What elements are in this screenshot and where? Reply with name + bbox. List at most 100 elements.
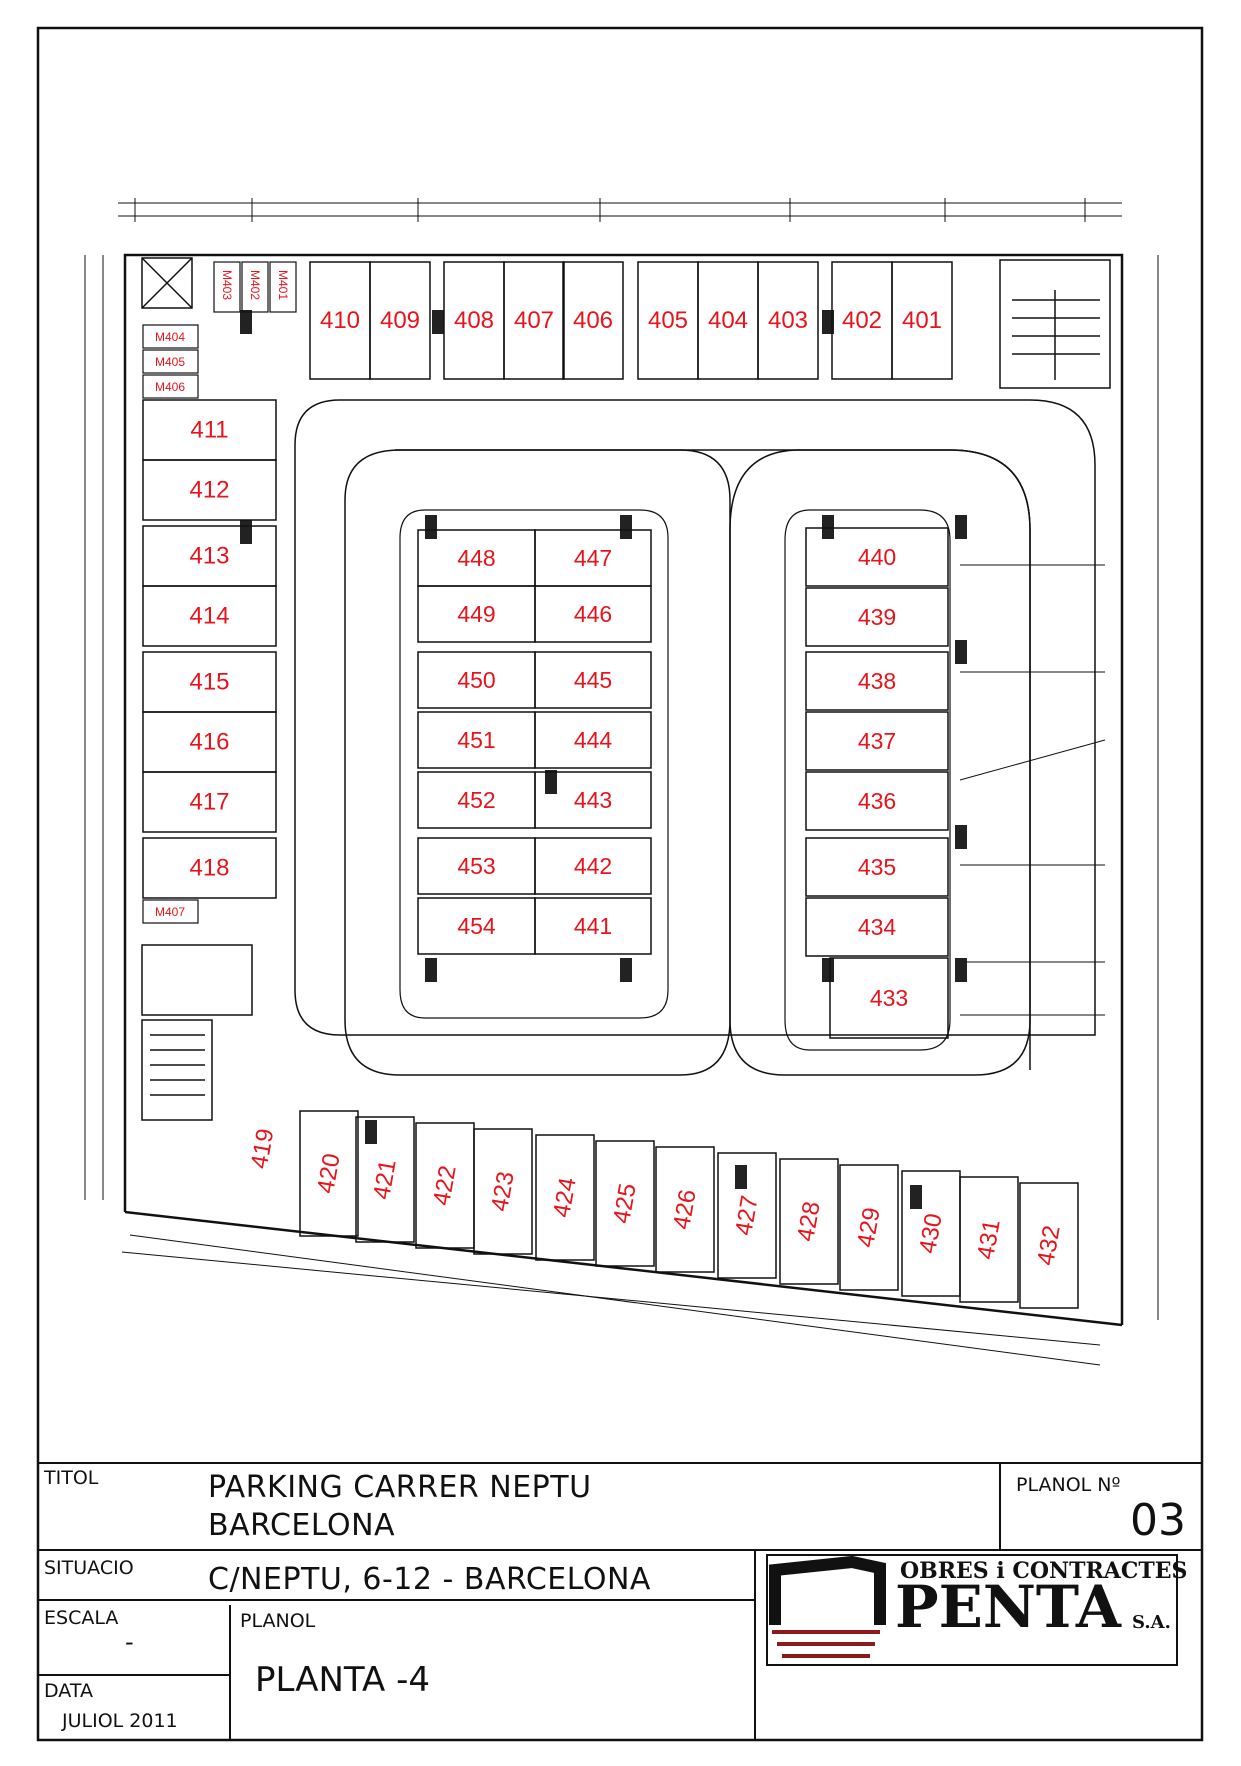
parking-space-number: 427 — [730, 1193, 764, 1237]
parking-space-432[interactable]: 432 — [1019, 1182, 1079, 1309]
parking-space-404[interactable]: 404 — [697, 261, 759, 380]
parking-space-outline — [562, 261, 624, 380]
parking-space-433[interactable]: 433 — [829, 957, 949, 1039]
parking-space-453[interactable]: 453 — [417, 837, 536, 895]
storage-unit-M402[interactable]: M402 — [241, 261, 269, 313]
parking-space-428[interactable]: 428 — [779, 1158, 839, 1285]
parking-space-410[interactable]: 410 — [309, 261, 371, 380]
column-block — [822, 515, 834, 539]
parking-space-number: 407 — [514, 307, 554, 334]
parking-space-426[interactable]: 426 — [655, 1146, 715, 1273]
parking-space-number: 449 — [457, 601, 495, 627]
parking-space-447[interactable]: 447 — [534, 529, 652, 587]
parking-space-409[interactable]: 409 — [369, 261, 431, 380]
parking-space-number: 454 — [457, 913, 496, 939]
parking-space-number: 423 — [486, 1169, 520, 1213]
storage-unit-M403[interactable]: M403 — [213, 261, 241, 313]
planol-no-label: PLANOL Nº — [1016, 1474, 1121, 1496]
parking-space-415[interactable]: 415 — [142, 651, 277, 713]
storage-number: M403 — [220, 270, 234, 300]
parking-space-442[interactable]: 442 — [534, 837, 652, 895]
parking-space-number: 440 — [858, 544, 896, 570]
storage-outline — [142, 324, 199, 349]
escala-value: - — [125, 1628, 134, 1656]
parking-space-440[interactable]: 440 — [805, 527, 949, 587]
parking-space-401[interactable]: 401 — [891, 261, 953, 380]
storage-outline — [241, 261, 269, 313]
storage-unit-M406[interactable]: M406 — [142, 374, 199, 399]
parking-space-number: 424 — [548, 1175, 582, 1219]
parking-space-outline — [805, 771, 949, 831]
parking-space-number: 415 — [189, 669, 229, 696]
parking-space-411[interactable]: 411 — [142, 399, 277, 461]
titol-label: TITOL — [44, 1467, 99, 1489]
parking-space-423[interactable]: 423 — [473, 1128, 533, 1255]
parking-space-437[interactable]: 437 — [805, 711, 949, 771]
parking-space-429[interactable]: 429 — [839, 1164, 899, 1291]
parking-space-434[interactable]: 434 — [805, 897, 949, 957]
title-block-frame — [38, 1462, 1202, 1740]
storage-number: M402 — [248, 270, 262, 300]
parking-space-438[interactable]: 438 — [805, 651, 949, 711]
parking-space-number: 443 — [574, 787, 612, 813]
storage-unit-M401[interactable]: M401 — [269, 261, 297, 313]
parking-space-number: 439 — [858, 604, 896, 630]
parking-space-outline — [959, 1176, 1019, 1303]
parking-space-outline — [839, 1164, 899, 1291]
structural-columns[interactable] — [240, 310, 967, 1209]
right-island-inner — [784, 509, 951, 1051]
parking-space-439[interactable]: 439 — [805, 587, 949, 647]
parking-space-number: 425 — [608, 1181, 642, 1225]
planol-label: PLANOL — [240, 1610, 316, 1632]
parking-space-406[interactable]: 406 — [562, 261, 624, 380]
parking-space-417[interactable]: 417 — [142, 771, 277, 833]
storage-unit-M404[interactable]: M404 — [142, 324, 199, 349]
parking-space-454[interactable]: 454 — [417, 897, 536, 955]
storage-unit-M405[interactable]: M405 — [142, 349, 199, 374]
parking-space-408[interactable]: 408 — [443, 261, 505, 380]
storage-outline — [213, 261, 241, 313]
parking-space-number: 422 — [428, 1163, 462, 1207]
column-block — [425, 958, 437, 982]
parking-space-418[interactable]: 418 — [142, 837, 277, 899]
parking-space-number: 410 — [320, 307, 360, 334]
parking-space-425[interactable]: 425 — [595, 1140, 655, 1267]
parking-space-412[interactable]: 412 — [142, 459, 277, 521]
parking-space-402[interactable]: 402 — [831, 261, 893, 380]
parking-space-outline — [757, 261, 819, 380]
data-value: JULIOL 2011 — [62, 1710, 178, 1732]
parking-space-outline — [595, 1140, 655, 1267]
storage-unit-M407[interactable]: M407 — [142, 899, 199, 924]
parking-space-422[interactable]: 422 — [415, 1122, 475, 1249]
parking-space-number: 420 — [312, 1151, 346, 1195]
parking-space-421[interactable]: 421 — [355, 1116, 415, 1243]
column-block — [822, 310, 834, 334]
parking-space-443[interactable]: 443 — [534, 771, 652, 829]
logo-line1: OBRES i CONTRACTES — [900, 1558, 1188, 1584]
parking-space-435[interactable]: 435 — [805, 837, 949, 897]
parking-space-452[interactable]: 452 — [417, 771, 536, 829]
parking-space-450[interactable]: 450 — [417, 651, 536, 709]
parking-space-416[interactable]: 416 — [142, 711, 277, 773]
parking-space-403[interactable]: 403 — [757, 261, 819, 380]
parking-space-407[interactable]: 407 — [503, 261, 565, 380]
parking-space-444[interactable]: 444 — [534, 711, 652, 769]
parking-space-414[interactable]: 414 — [142, 585, 277, 647]
parking-space-number: 453 — [457, 853, 495, 879]
parking-space-449[interactable]: 449 — [417, 585, 536, 643]
parking-space-446[interactable]: 446 — [534, 585, 652, 643]
parking-space-405[interactable]: 405 — [637, 261, 699, 380]
parking-space-420[interactable]: 420 — [299, 1110, 359, 1237]
parking-space-outline — [142, 459, 277, 521]
parking-space-424[interactable]: 424 — [535, 1134, 595, 1261]
parking-space-451[interactable]: 451 — [417, 711, 536, 769]
parking-space-441[interactable]: 441 — [534, 897, 652, 955]
parking-space-number: 447 — [574, 545, 612, 571]
parking-space-436[interactable]: 436 — [805, 771, 949, 831]
parking-space-413[interactable]: 413 — [142, 525, 277, 587]
parking-space-431[interactable]: 431 — [959, 1176, 1019, 1303]
parking-space-number: 417 — [189, 789, 229, 816]
parking-space-445[interactable]: 445 — [534, 651, 652, 709]
